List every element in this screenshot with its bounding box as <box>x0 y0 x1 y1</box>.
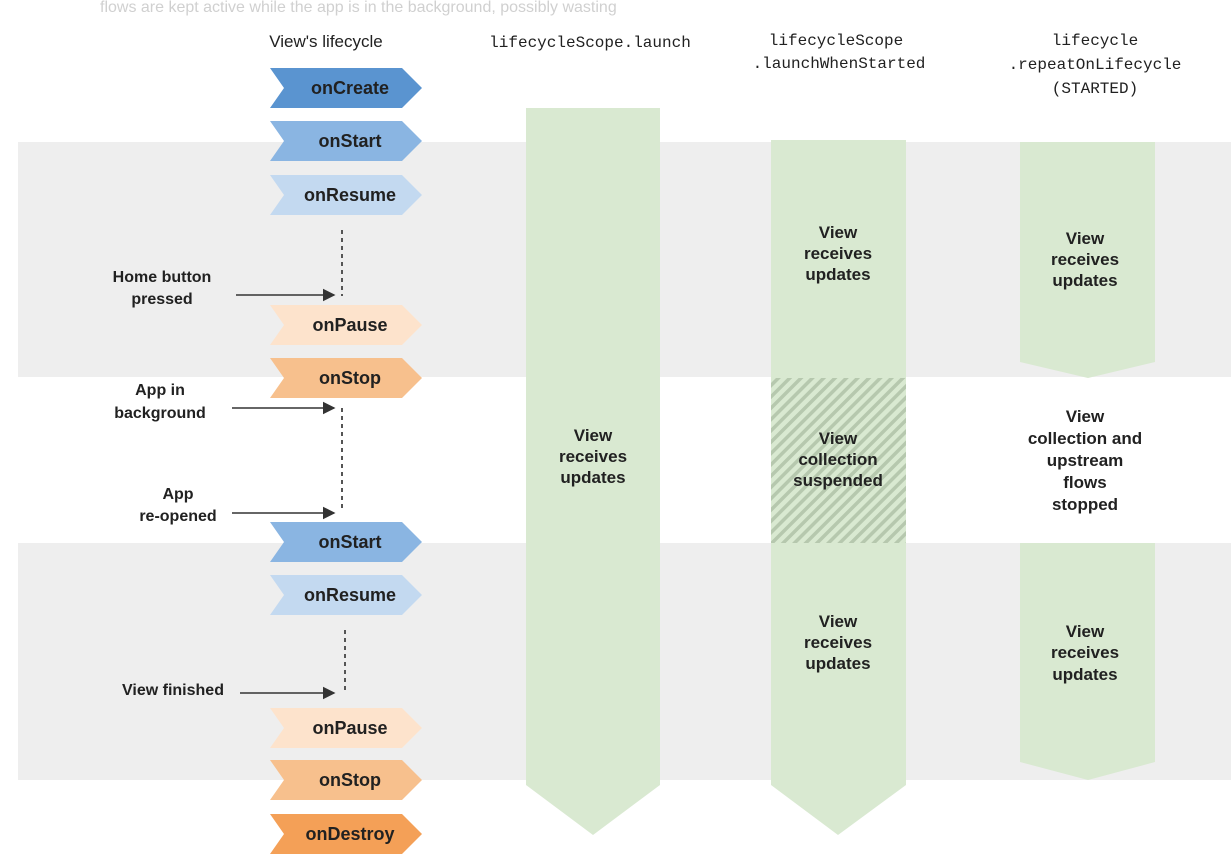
repeat-bar-2 <box>1020 543 1155 780</box>
header-repeat-3: (STARTED) <box>1052 80 1138 98</box>
repeat-first-text-3: updates <box>1052 271 1117 290</box>
repeat-second-text-2: receives <box>1051 643 1119 662</box>
event-onresume-chevron <box>270 175 422 215</box>
repeat-stopped-text-1: View <box>1066 407 1105 426</box>
event-onstart-chevron <box>270 522 422 562</box>
launch-text-1: View <box>574 426 613 445</box>
lws-suspended-text-2: collection <box>798 450 877 469</box>
lws-second-text-1: View <box>819 612 858 631</box>
lws-second-text-2: receives <box>804 633 872 652</box>
event-onstop-chevron <box>270 358 422 398</box>
lws-suspended-hatch <box>771 378 906 543</box>
note-home-button-2: pressed <box>131 291 192 308</box>
event-onpause-chevron <box>270 708 422 748</box>
event-onpause-label: onPause <box>312 315 387 335</box>
lifecycle-events: onCreate onStart onResume onPause onStop onSt… <box>270 68 422 854</box>
launch-text-2: receives <box>559 447 627 466</box>
repeat-stopped-text-2: collection and <box>1028 429 1142 448</box>
repeat-first-text-1: View <box>1066 229 1105 248</box>
repeat-stopped-text-4: flows <box>1063 473 1106 492</box>
event-onstop-label: onStop <box>319 770 381 790</box>
repeat-first-text-2: receives <box>1051 250 1119 269</box>
event-onstop-chevron <box>270 760 422 800</box>
note-app-reopened-2: re-opened <box>139 508 216 525</box>
event-onpause-chevron <box>270 305 422 345</box>
lws-first-text-2: receives <box>804 244 872 263</box>
note-app-background-1: App in <box>135 382 185 399</box>
event-onresume-label: onResume <box>304 185 396 205</box>
launch-bar <box>526 108 660 835</box>
lws-suspended-text-3: suspended <box>793 471 883 490</box>
header-views-lifecycle: View's lifecycle <box>269 32 382 51</box>
event-onstop-label: onStop <box>319 368 381 388</box>
note-app-background-2: background <box>114 405 206 422</box>
lws-suspended-text-1: View <box>819 429 858 448</box>
header-repeat-1: lifecycle <box>1052 32 1138 50</box>
event-onstart-chevron <box>270 121 422 161</box>
note-view-finished: View finished <box>122 682 224 699</box>
note-home-button-1: Home button <box>113 269 212 286</box>
lws-second-text-3: updates <box>805 654 870 673</box>
header-repeat-2: .repeatOnLifecycle <box>1009 56 1182 74</box>
header-launch-when-started-2: .launchWhenStarted <box>753 55 926 73</box>
repeat-stopped-text-5: stopped <box>1052 495 1118 514</box>
event-onresume-label: onResume <box>304 585 396 605</box>
event-onstart-label: onStart <box>319 532 382 552</box>
event-onpause-label: onPause <box>312 718 387 738</box>
repeat-second-text-1: View <box>1066 622 1105 641</box>
top-cut-text: flows are kept active while the app is i… <box>100 0 617 16</box>
note-app-reopened-1: App <box>162 486 193 503</box>
header-launch: lifecycleScope.launch <box>489 34 691 52</box>
repeat-stopped-text-3: upstream <box>1047 451 1124 470</box>
repeat-second-text-3: updates <box>1052 665 1117 684</box>
event-oncreate-label: onCreate <box>311 78 389 98</box>
event-oncreate-chevron <box>270 68 422 108</box>
lws-first-text-1: View <box>819 223 858 242</box>
lws-first-text-3: updates <box>805 265 870 284</box>
launch-text-3: updates <box>560 468 625 487</box>
repeat-bar-1 <box>1020 142 1155 378</box>
header-launch-when-started-1: lifecycleScope <box>769 32 903 50</box>
event-onresume-chevron <box>270 575 422 615</box>
event-onstart-label: onStart <box>319 131 382 151</box>
event-ondestroy-label: onDestroy <box>305 824 394 844</box>
event-ondestroy-chevron <box>270 814 422 854</box>
